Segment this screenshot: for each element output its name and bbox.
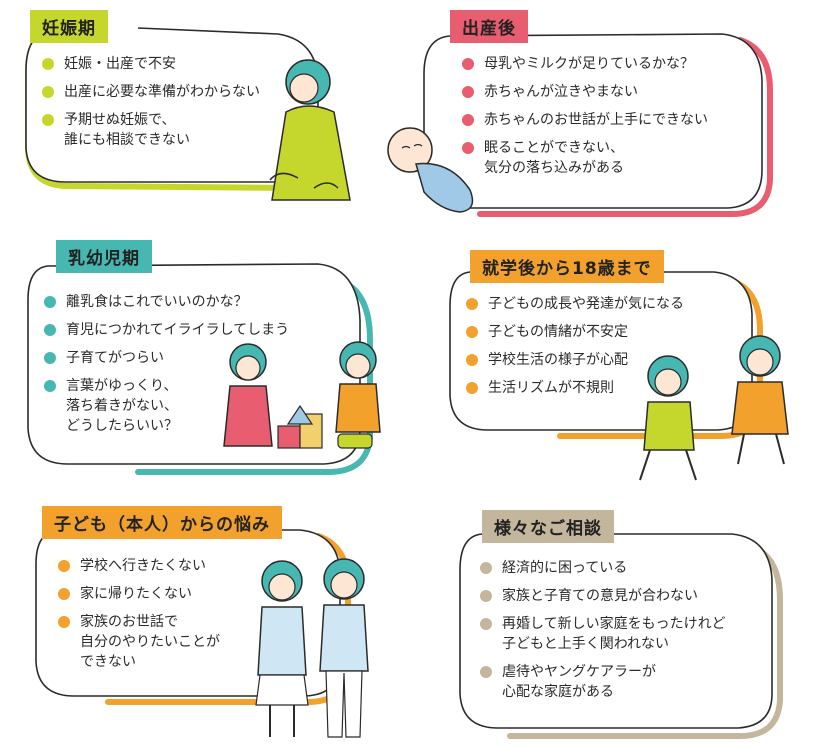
list-item: 赤ちゃんが泣きやまない xyxy=(462,82,762,102)
card-infancy: 乳幼児期 離乳食はこれでいいのかな？ 育児につかれてイライラしてしまう 子育てが… xyxy=(18,240,388,478)
students-illustration xyxy=(255,558,369,738)
list-item: 家族のお世話で 自分のやりたいことが できない xyxy=(58,612,258,672)
list-item: 言葉がゆっくり、 落ち着きがない、 どうしたらいい？ xyxy=(44,376,344,436)
list-item: 母乳やミルクが足りているかな？ xyxy=(462,54,762,74)
list-item: 経済的に困っている xyxy=(480,558,770,578)
list-item: 生活リズムが不規則 xyxy=(466,378,736,398)
list-item: 妊娠・出産で不安 xyxy=(42,54,272,74)
card-title: 乳幼児期 xyxy=(56,240,152,273)
list-item: 育児につかれてイライラしてしまう xyxy=(44,320,344,340)
list-item: 予期せぬ妊娠で、 誰にも相談できない xyxy=(42,110,272,150)
list-item: 家族と子育ての意見が合わない xyxy=(480,586,770,606)
card-title: 妊娠期 xyxy=(30,10,108,43)
list-item: 出産に必要な準備がわからない xyxy=(42,82,272,102)
children-playing-illustration xyxy=(223,341,381,449)
card-title: 様々なご相談 xyxy=(482,510,614,543)
list-item: 虐待やヤングケアラーが 心配な家庭がある xyxy=(480,662,770,702)
card-title: 出産後 xyxy=(450,10,528,43)
list-item: 子どもの成長や発達が気になる xyxy=(466,294,736,314)
card-title: 子ども（本人）からの悩み xyxy=(42,506,282,539)
card-title: 就学後から18歳まで xyxy=(470,250,664,283)
baby-illustration xyxy=(387,127,474,213)
kids-jumping-illustration xyxy=(639,335,789,481)
list-item: 眠ることができない、 気分の落ち込みがある xyxy=(462,138,762,178)
list-item: 学校へ行きたくない xyxy=(58,556,258,576)
list-item: 家に帰りたくない xyxy=(58,584,258,604)
list-item: 離乳食はこれでいいのかな？ xyxy=(44,292,344,312)
card-various: 様々なご相談 経済的に困っている 家族と子育ての意見が合わない 再婚して新しい家… xyxy=(450,510,790,740)
card-pregnancy: 妊娠期 妊娠・出産で不安 出産に必要な準備がわからない 予期せぬ妊娠で、 誰にも… xyxy=(18,10,353,201)
list-item: 子どもの情緒が不安定 xyxy=(466,322,736,342)
card-frame xyxy=(423,33,773,218)
list-item: 再婚して新しい家庭をもったけれど 子どもと上手く関われない xyxy=(480,614,770,654)
list-item: 学校生活の様子が心配 xyxy=(466,350,736,370)
list-item: 赤ちゃんのお世話が上手にできない xyxy=(462,110,762,130)
list-item: 子育てがつらい xyxy=(44,348,344,368)
card-frame xyxy=(459,533,783,739)
pregnant-woman-illustration xyxy=(269,59,351,201)
card-postpartum: 出産後 母乳やミルクが足りているかな？ 赤ちゃんが泣きやまない 赤ちゃんのお世話… xyxy=(387,10,780,220)
